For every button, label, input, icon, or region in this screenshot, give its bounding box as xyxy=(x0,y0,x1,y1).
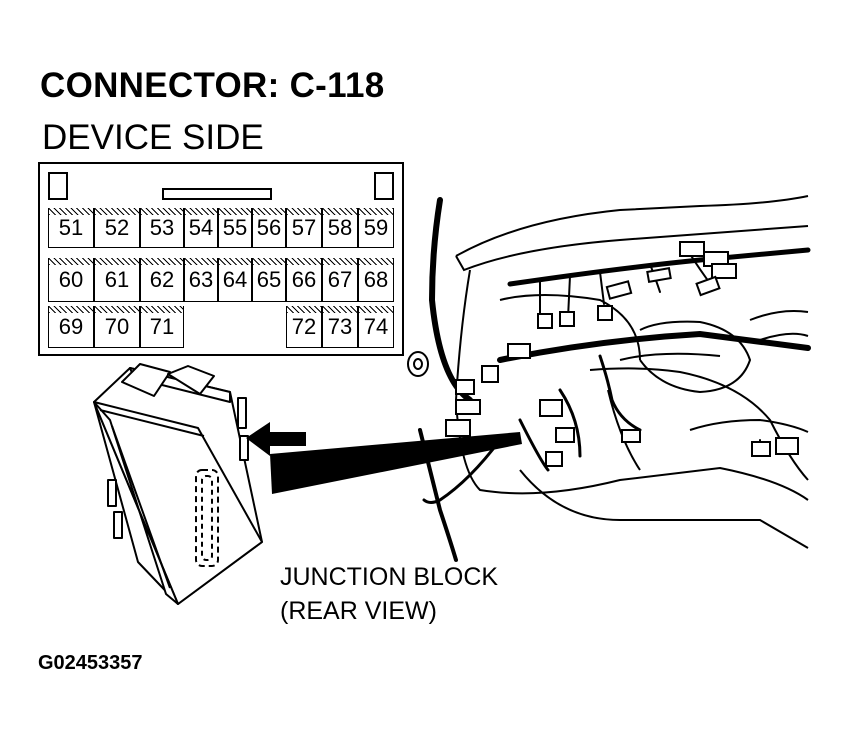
junction-block-label: JUNCTION BLOCK xyxy=(280,563,499,591)
pin-51: 51 xyxy=(48,208,94,248)
pin-67: 67 xyxy=(322,258,358,302)
harness-connectors xyxy=(445,241,799,467)
rear-view-label: (REAR VIEW) xyxy=(280,597,437,625)
pin-53: 53 xyxy=(140,208,184,248)
pin-69: 69 xyxy=(48,306,94,348)
pin-59: 59 xyxy=(358,208,394,248)
pin-65: 65 xyxy=(252,258,286,302)
callout-beam xyxy=(270,432,522,494)
pin-68: 68 xyxy=(358,258,394,302)
pin-64: 64 xyxy=(218,258,252,302)
pin-63: 63 xyxy=(184,258,218,302)
figure-code: G02453357 xyxy=(38,652,143,674)
pin-66: 66 xyxy=(286,258,322,302)
grommet xyxy=(407,351,429,377)
pin-71: 71 xyxy=(140,306,184,348)
pin-60: 60 xyxy=(48,258,94,302)
device-side-label: DEVICE SIDE xyxy=(42,118,264,157)
pin-54: 54 xyxy=(184,208,218,248)
pin-58: 58 xyxy=(322,208,358,248)
pin-57: 57 xyxy=(286,208,322,248)
connector-latch-right xyxy=(374,172,394,200)
dashboard-outline xyxy=(454,195,809,549)
connector-key xyxy=(162,188,272,200)
junction-block-module xyxy=(93,363,263,605)
pin-61: 61 xyxy=(94,258,140,302)
pin-52: 52 xyxy=(94,208,140,248)
pin-73: 73 xyxy=(322,306,358,348)
pointer-arrow xyxy=(246,422,306,456)
pin-56: 56 xyxy=(252,208,286,248)
pin-55: 55 xyxy=(218,208,252,248)
wiring-harness xyxy=(418,197,811,562)
connector-face: 51 52 53 54 55 56 57 58 59 60 61 62 63 6… xyxy=(38,162,404,356)
pin-72: 72 xyxy=(286,306,322,348)
pin-74: 74 xyxy=(358,306,394,348)
connector-title: CONNECTOR: C-118 xyxy=(40,66,385,105)
connector-latch-left xyxy=(48,172,68,200)
pin-62: 62 xyxy=(140,258,184,302)
pin-70: 70 xyxy=(94,306,140,348)
